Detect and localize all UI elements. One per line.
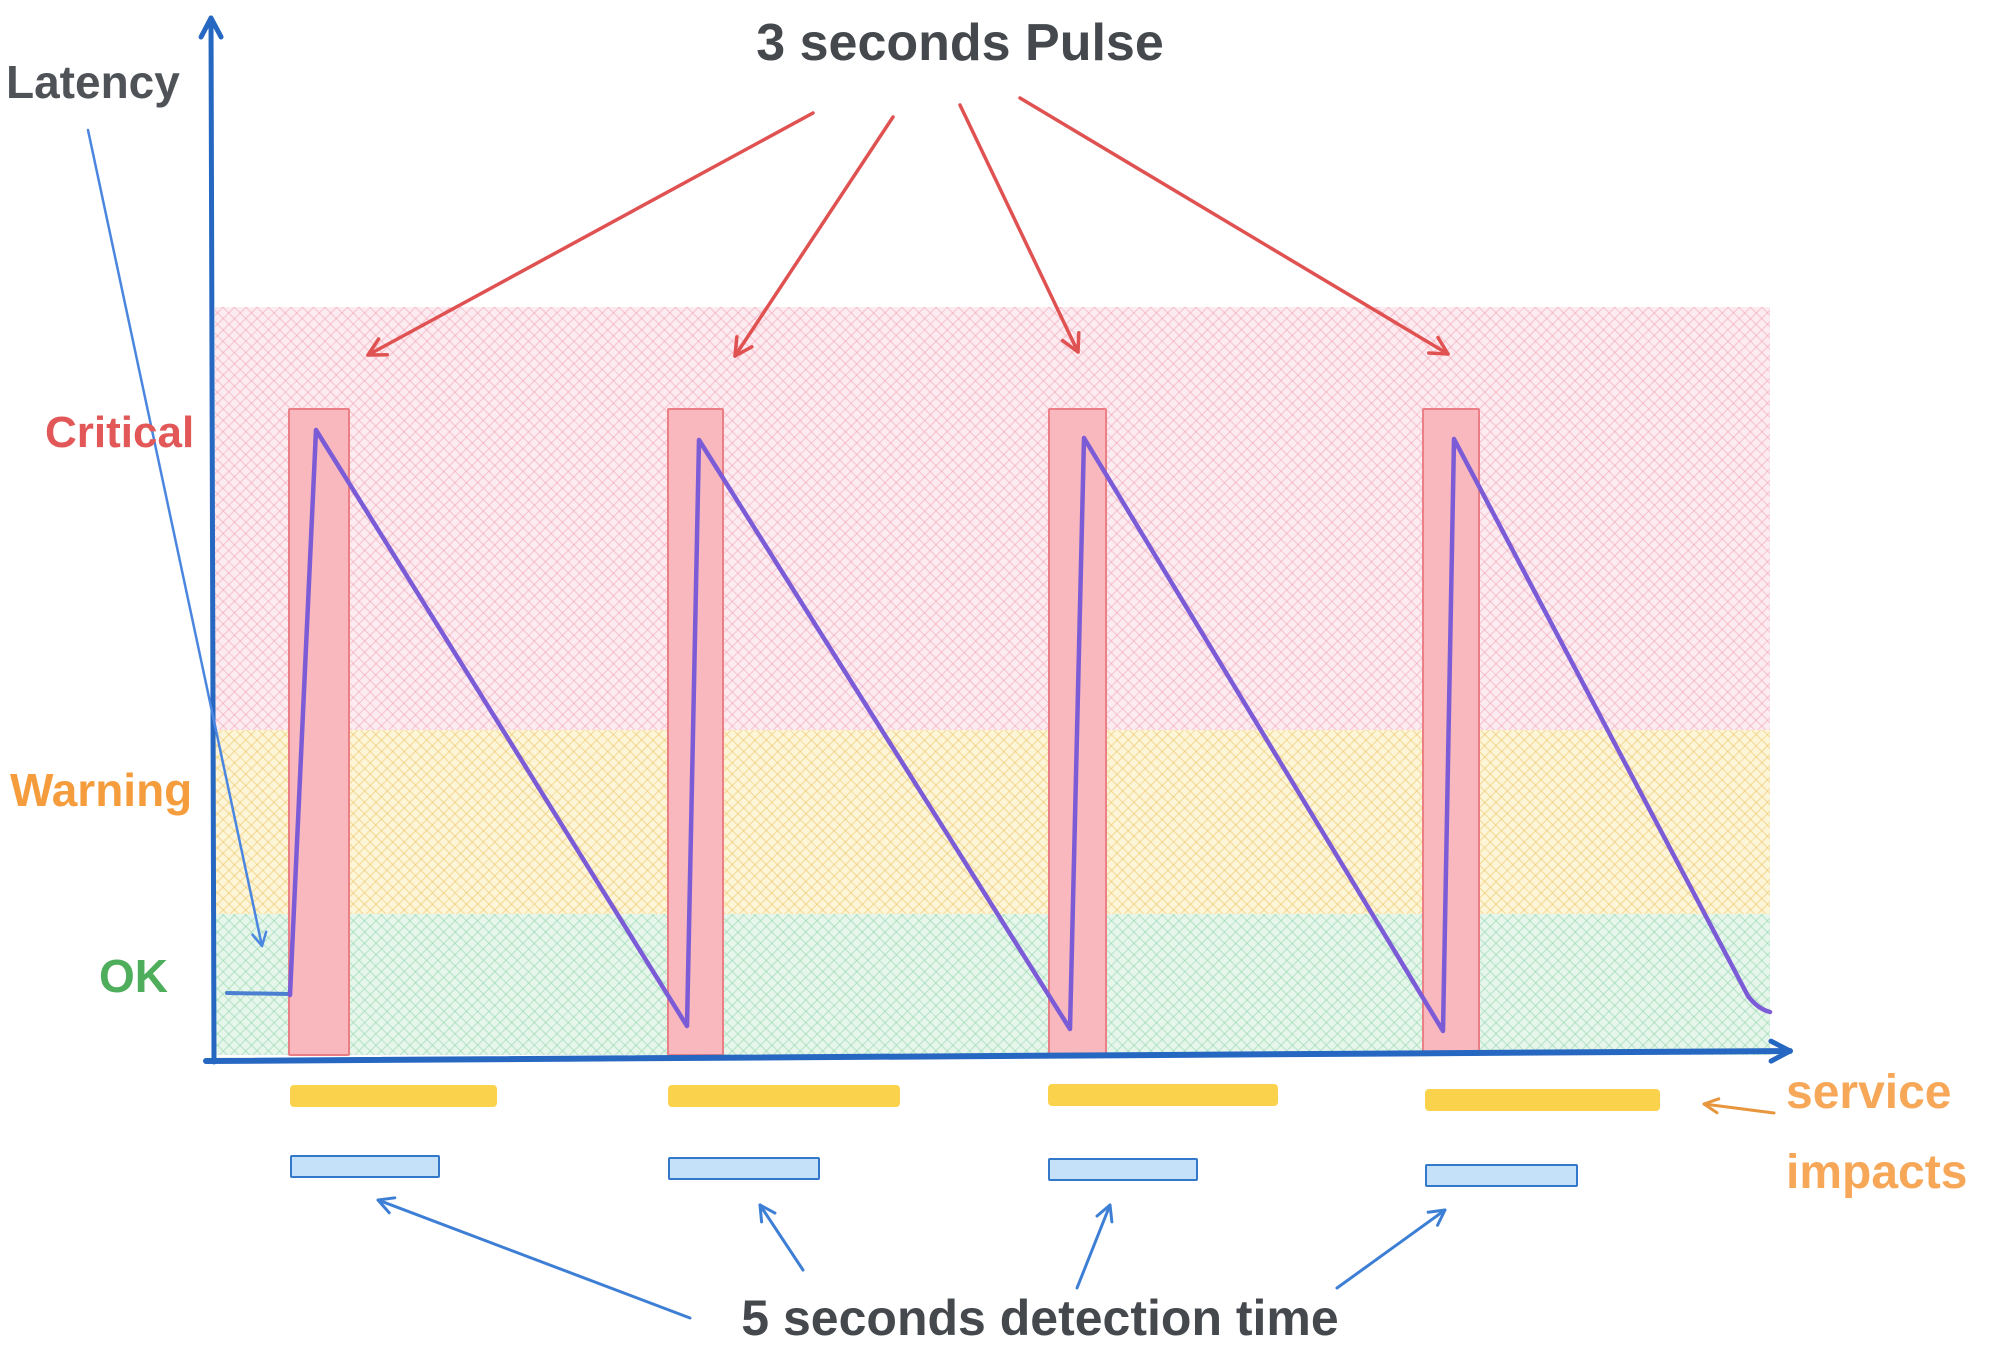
critical-label: Critical xyxy=(45,408,195,457)
y-axis-label: Latency xyxy=(6,56,180,108)
service-impacts-label-line2: impacts xyxy=(1786,1146,1968,1199)
pulse-bar xyxy=(1422,408,1480,1056)
detection-arrow xyxy=(1335,1208,1447,1290)
warning-band xyxy=(215,730,1770,914)
detection-bar xyxy=(290,1155,440,1178)
service-impacts-label-line1: service xyxy=(1786,1066,1952,1119)
service-impact-bar xyxy=(290,1085,497,1107)
detection-bar xyxy=(1048,1158,1198,1181)
detection-arrow xyxy=(758,1203,805,1272)
pulse-title: 3 seconds Pulse xyxy=(756,14,1164,72)
warning-label: Warning xyxy=(10,764,193,816)
detection-arrow xyxy=(376,1196,692,1320)
y-axis-line xyxy=(198,15,224,1065)
service-impacts-arrow xyxy=(1702,1097,1776,1115)
pulse-bar xyxy=(1048,408,1107,1056)
pulse-bar xyxy=(288,408,350,1056)
detection-time-label: 5 seconds detection time xyxy=(741,1290,1339,1346)
ok-band xyxy=(215,914,1770,1055)
detection-arrow xyxy=(1075,1203,1114,1290)
critical-band xyxy=(215,307,1770,730)
pulse-bar xyxy=(667,408,724,1056)
detection-bar xyxy=(668,1157,820,1180)
service-impact-bar xyxy=(668,1085,900,1107)
detection-bar xyxy=(1425,1164,1578,1187)
service-impact-bar xyxy=(1425,1089,1660,1111)
service-impact-bar xyxy=(1048,1084,1278,1106)
ok-label: OK xyxy=(99,950,168,1002)
